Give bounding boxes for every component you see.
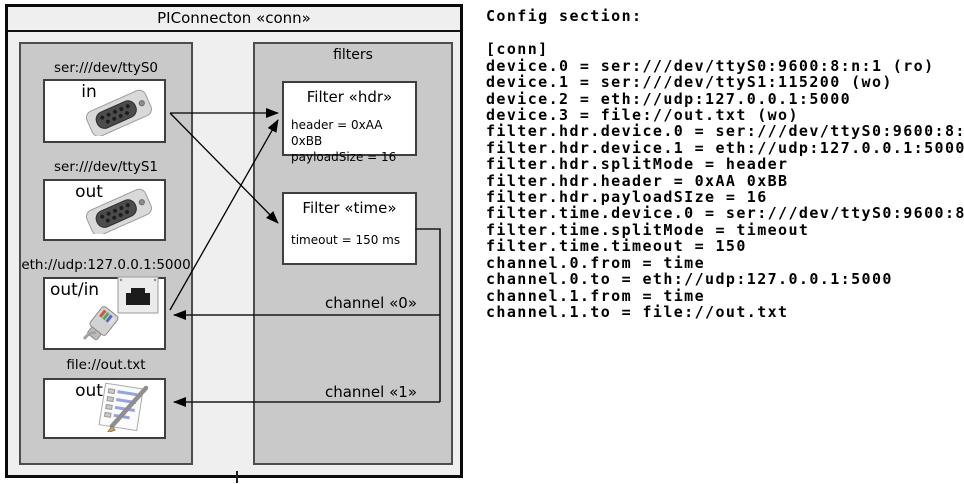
- filter-hdr-attr-header: header = 0xAA 0xBB: [291, 118, 383, 148]
- config-panel: Config section: [conn] device.0 = ser://…: [486, 7, 964, 321]
- device-label-ttys1: ser:///dev/ttyS1: [54, 159, 158, 175]
- notepad-icon: [88, 378, 162, 436]
- config-lines: [conn] device.0 = ser:///dev/ttyS0:9600:…: [486, 41, 964, 320]
- bottom-border-tick: [236, 471, 238, 483]
- port-label-out-in: out/in: [50, 280, 100, 300]
- filters-caption: filters: [333, 47, 373, 63]
- devices-group: ser:///dev/ttyS0 in s: [19, 42, 193, 465]
- ethernet-icon: [70, 275, 162, 347]
- channel-1-label: channel «1»: [324, 383, 417, 401]
- port-label-out: out: [75, 381, 103, 401]
- device-box-ttys0: in: [43, 79, 166, 143]
- config-line: device.2 = eth://udp:127.0.0.1:5000: [486, 90, 852, 108]
- filter-time-attr-timeout: timeout = 150 ms: [291, 233, 401, 247]
- config-line: filter.hdr.payloadSIze = 16: [486, 189, 768, 206]
- config-line: device.3 = file://out.txt (wo): [486, 107, 799, 124]
- config-line: filter.time.device.0 = ser:///dev/ttyS0:…: [486, 205, 964, 222]
- config-line: channel.0.from = time: [486, 254, 706, 272]
- channel-0-label: channel «0»: [324, 294, 417, 312]
- config-line: filter.hdr.device.1 = eth://udp:127.0.0.…: [486, 139, 964, 157]
- serial-connector-icon: [80, 186, 162, 238]
- filters-group: filters Filter «hdr» header = 0xAA 0xBB …: [253, 42, 453, 465]
- serial-connector-icon: [80, 86, 162, 140]
- port-label-out: out: [75, 182, 103, 202]
- filter-time-box: Filter «time» timeout = 150 ms: [282, 192, 417, 265]
- config-heading: Config section:: [486, 7, 643, 25]
- config-line: device.0 = ser:///dev/ttyS0:9600:8:n:1 (…: [486, 57, 935, 75]
- filter-hdr-box: Filter «hdr» header = 0xAA 0xBB payloadS…: [282, 81, 417, 164]
- device-box-eth: out/in: [43, 275, 166, 350]
- config-line: [conn]: [486, 41, 549, 58]
- device-label-eth: eth://udp:127.0.0.1:5000: [21, 257, 191, 273]
- config-line: channel.1.from = time: [486, 287, 706, 304]
- diagram-title: PIConnecton «conn»: [157, 9, 311, 27]
- filter-hdr-title: Filter «hdr»: [306, 88, 393, 106]
- config-line: filter.hdr.device.0 = ser:///dev/ttyS0:9…: [486, 123, 964, 140]
- device-box-file: out: [43, 378, 166, 439]
- filter-hdr-attr-payloadsize: payloadSize = 16: [291, 150, 397, 164]
- config-line: channel.0.to = eth://udp:127.0.0.1:5000: [486, 271, 893, 288]
- title-separator: [8, 30, 460, 32]
- port-label-in: in: [81, 82, 97, 102]
- device-label-ttys0: ser:///dev/ttyS0: [54, 60, 158, 76]
- config-line: filter.hdr.header = 0xAA 0xBB: [486, 172, 789, 190]
- config-line: filter.hdr.splitMode = header: [486, 156, 789, 173]
- filter-time-title: Filter «time»: [302, 199, 397, 217]
- config-line: channel.1.to = file://out.txt: [486, 303, 789, 321]
- config-line: filter.time.splitMode = timeout: [486, 221, 810, 239]
- piconnecton-diagram: PIConnecton «conn» ser:///dev/ttyS0 in: [5, 4, 463, 483]
- device-label-file: file://out.txt: [66, 357, 146, 373]
- config-line: filter.time.timeout = 150: [486, 238, 747, 255]
- device-box-ttys1: out: [43, 179, 166, 241]
- config-line: device.1 = ser:///dev/ttyS1:115200 (wo): [486, 74, 893, 91]
